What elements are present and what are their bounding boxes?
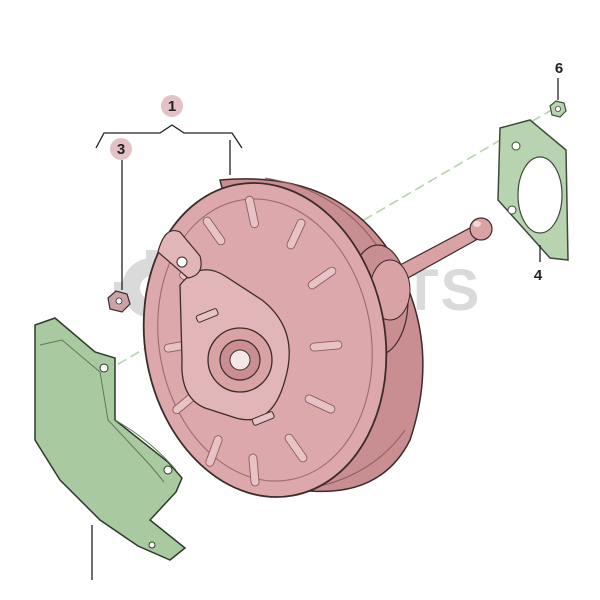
callout-1: 1 [161, 95, 183, 117]
mounting-studs [195, 308, 275, 426]
leader-lines [91, 78, 559, 580]
callout-6-number: 6 [555, 60, 563, 77]
callout-3-number: 3 [117, 141, 125, 158]
brake-booster [142, 177, 424, 498]
gasket [497, 119, 569, 261]
booster-top-lug [157, 230, 202, 279]
callout-3: 3 [110, 138, 132, 160]
heat-shield [34, 317, 187, 561]
nut-part-6 [549, 100, 567, 118]
nut-part-3 [107, 290, 131, 313]
callout-4: 4 [534, 267, 543, 284]
callout-1-number: 1 [168, 98, 176, 115]
callout-6: 6 [555, 60, 563, 77]
callout-4-number: 4 [534, 267, 543, 284]
